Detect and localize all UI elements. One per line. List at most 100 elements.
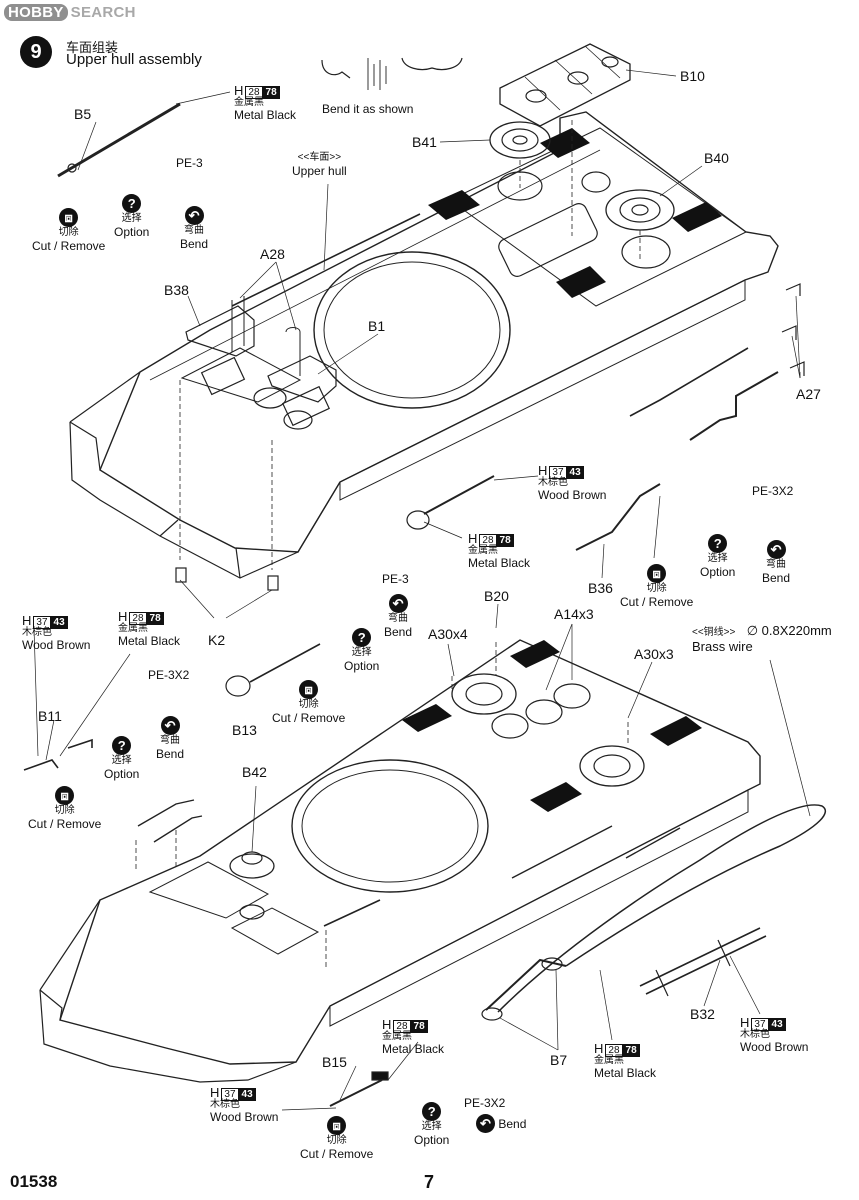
bend-cn: 弯曲 bbox=[388, 613, 409, 624]
part-b15: B15 bbox=[322, 1054, 347, 1070]
action-bend-1: ↶ 弯曲 Bend bbox=[180, 206, 208, 251]
paint-cn: 木棕色 bbox=[22, 627, 52, 638]
cut-cn: 切除 bbox=[326, 1135, 347, 1146]
paint-code-a: 28 bbox=[479, 534, 497, 547]
paint-en: Wood Brown bbox=[210, 1110, 279, 1124]
bend-en: Bend bbox=[156, 747, 185, 761]
part-b7: B7 bbox=[550, 1052, 568, 1068]
part-b41: B41 bbox=[412, 134, 437, 150]
option-en: Option bbox=[114, 225, 150, 239]
paint-prefix: H bbox=[538, 463, 548, 478]
part-b11: B11 bbox=[38, 708, 62, 724]
part-b32: B32 bbox=[690, 1006, 715, 1022]
part-b36: B36 bbox=[588, 580, 613, 596]
action-option-1: ? 选择 Option bbox=[114, 194, 149, 239]
cut-cn: 切除 bbox=[54, 805, 75, 816]
paint-cn: 金属黑 bbox=[468, 545, 498, 556]
brass-wire-en: Brass wire bbox=[692, 639, 753, 654]
action-cut-2: ⧈ 切除 Cut / Remove bbox=[620, 564, 693, 609]
part-b40: B40 bbox=[704, 150, 729, 166]
paint-cn: 金属黑 bbox=[234, 97, 264, 108]
action-option-4: ? 选择 Option bbox=[104, 736, 139, 781]
paint-en: Metal Black bbox=[234, 108, 297, 122]
paint-code-b: 43 bbox=[566, 466, 584, 479]
action-cut-5: ⧈ 切除 Cut / Remove bbox=[300, 1116, 373, 1161]
paint-en: Wood Brown bbox=[538, 488, 607, 502]
pe3-label: PE-3 bbox=[176, 156, 203, 170]
option-en: Option bbox=[104, 767, 140, 781]
cut-icon: ⧈ bbox=[327, 1116, 347, 1135]
bend-en: Bend bbox=[762, 571, 791, 585]
pe3x2-left: PE-3X2 bbox=[148, 668, 189, 682]
note-upper-hull: <<车面>> Upper hull bbox=[292, 152, 347, 178]
question-icon: ? bbox=[122, 194, 142, 213]
option-en: Option bbox=[344, 659, 380, 673]
option-cn: 选择 bbox=[351, 647, 372, 658]
paint-code-a: 28 bbox=[129, 612, 147, 625]
bend-icon: ↶ bbox=[184, 206, 204, 225]
question-icon: ? bbox=[112, 736, 132, 755]
paint-code-b: 78 bbox=[496, 534, 514, 547]
bend-icon: ↶ bbox=[160, 716, 180, 735]
action-cut-4: ⧈ 切除 Cut / Remove bbox=[28, 786, 101, 831]
cut-cn: 切除 bbox=[58, 227, 79, 238]
option-cn: 选择 bbox=[707, 553, 728, 564]
pe3-mid: PE-3 bbox=[382, 572, 409, 586]
brass-wire-cn: <<铜线>> bbox=[692, 627, 736, 638]
step-title-cn: 车面组装 bbox=[66, 40, 119, 55]
paint-code-b: 78 bbox=[622, 1044, 640, 1057]
cut-cn: 切除 bbox=[646, 583, 667, 594]
option-en: Option bbox=[700, 565, 736, 579]
question-icon: ? bbox=[708, 534, 728, 553]
watermark-badge: HOBBY bbox=[4, 4, 68, 21]
paint-en: Wood Brown bbox=[22, 638, 91, 652]
cut-icon: ⧈ bbox=[59, 208, 79, 227]
paint-cn: 木棕色 bbox=[740, 1029, 770, 1040]
part-b10: B10 bbox=[680, 68, 705, 84]
paint-code-b: 43 bbox=[50, 616, 68, 629]
paint-code-b: 43 bbox=[238, 1088, 256, 1101]
bend-cn: 弯曲 bbox=[766, 559, 787, 570]
paint-prefix: H bbox=[210, 1085, 220, 1100]
paint-code-b: 78 bbox=[262, 86, 280, 99]
part-k2: K2 bbox=[208, 632, 226, 648]
action-bend-4: ↶ 弯曲 Bend bbox=[156, 716, 184, 761]
paint-cn: 木棕色 bbox=[538, 477, 568, 488]
paint-code-b: 78 bbox=[146, 612, 164, 625]
cut-en: Cut / Remove bbox=[32, 239, 106, 253]
step-number: 9 bbox=[20, 36, 52, 68]
upper-hull-top bbox=[57, 43, 805, 619]
part-b1: B1 bbox=[368, 318, 386, 334]
part-a27: A27 bbox=[796, 386, 821, 402]
part-a28: A28 bbox=[260, 246, 285, 262]
paint-prefix: H bbox=[22, 613, 32, 628]
bend-icon: ↶ bbox=[476, 1114, 495, 1133]
question-icon: ? bbox=[422, 1102, 442, 1121]
pe3x2-label: PE-3X2 bbox=[148, 668, 190, 682]
cut-icon: ⧈ bbox=[647, 564, 667, 583]
paint-en: Metal Black bbox=[382, 1042, 445, 1056]
note-brass-wire: <<铜线>> ∅ 0.8X220mm Brass wire bbox=[692, 624, 832, 654]
paint-prefix: H bbox=[234, 83, 244, 98]
paint-code-b: 78 bbox=[410, 1020, 428, 1033]
cut-en: Cut / Remove bbox=[300, 1147, 374, 1161]
bend-en: Bend bbox=[180, 237, 209, 251]
pe3-label: PE-3 bbox=[382, 572, 409, 586]
paint-code-a: 28 bbox=[605, 1044, 623, 1057]
part-a30x4: A30x4 bbox=[428, 626, 468, 642]
option-cn: 选择 bbox=[111, 755, 132, 766]
action-cut-1: ⧈ 切除 Cut / Remove bbox=[32, 208, 105, 253]
paint-code-a: 28 bbox=[393, 1020, 411, 1033]
note-upper-hull-en: Upper hull bbox=[292, 164, 347, 178]
